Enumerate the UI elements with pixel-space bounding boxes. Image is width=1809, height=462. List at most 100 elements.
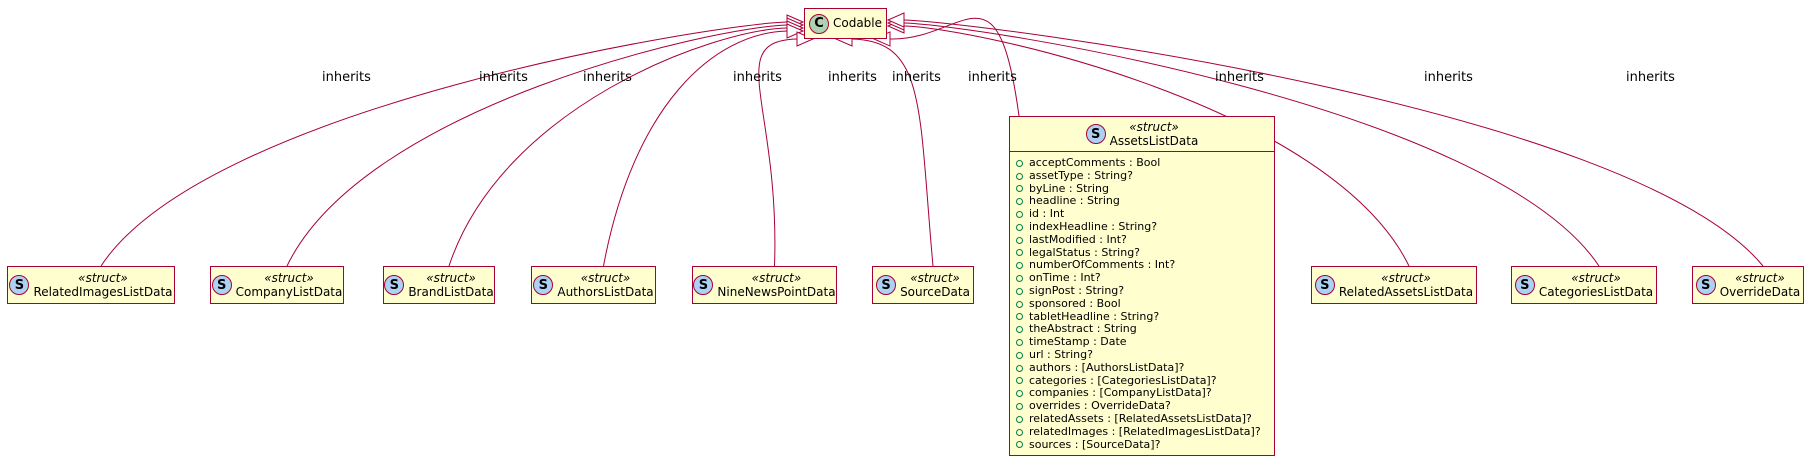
- struct-names: «struct» RelatedImagesListData: [33, 271, 172, 300]
- struct-circle-icon: S: [1085, 124, 1106, 144]
- struct-stereotype: «struct»: [1381, 270, 1431, 285]
- inherits-edge: [603, 23, 805, 267]
- public-visibility-icon: [1016, 390, 1023, 398]
- struct-names: «struct» CompanyListData: [236, 271, 343, 300]
- struct-names: «struct» OverrideData: [1720, 271, 1801, 300]
- field-row: sponsored : Bool: [1016, 297, 1274, 311]
- struct-circle-icon: S: [533, 275, 554, 295]
- public-visibility-icon: [1016, 326, 1023, 334]
- struct-names: «struct» NineNewsPointData: [717, 271, 835, 300]
- field-text: relatedImages : [RelatedImagesListData]?: [1029, 424, 1261, 438]
- field-text: id : Int: [1029, 207, 1065, 221]
- struct-CategoriesListData[interactable]: S «struct» CategoriesListData: [1511, 266, 1657, 304]
- struct-names: «struct» SourceData: [900, 271, 970, 300]
- struct-stereotype: «struct»: [910, 270, 960, 285]
- field-row: byLine : String: [1016, 181, 1274, 196]
- field-text: signPost : String?: [1029, 283, 1125, 297]
- field-text: numberOfComments : Int?: [1029, 258, 1176, 272]
- field-row: legalStatus : String?: [1016, 245, 1274, 260]
- field-text: assetType : String?: [1029, 168, 1133, 182]
- struct-name: NineNewsPointData: [717, 284, 836, 299]
- public-visibility-icon: [1016, 377, 1023, 385]
- field-row: url : String?: [1016, 347, 1274, 362]
- struct-circle-icon: S: [384, 275, 405, 295]
- field-text: companies : [CompanyListData]?: [1029, 386, 1212, 400]
- field-row: sources : [SourceData]?: [1016, 438, 1274, 452]
- struct-stereotype: «struct»: [426, 270, 476, 285]
- field-row: companies : [CompanyListData]?: [1016, 387, 1274, 400]
- inherits-edge: [286, 17, 805, 267]
- struct-circle-icon: S: [211, 275, 232, 295]
- field-row: lastModified : Int?: [1016, 232, 1274, 247]
- inherits-label: inherits: [322, 70, 371, 85]
- field-row: relatedAssets : [RelatedAssetsListData]?: [1016, 411, 1274, 426]
- field-text: legalStatus : String?: [1029, 245, 1141, 259]
- struct-RelatedAssetsListData[interactable]: S «struct» RelatedAssetsListData: [1311, 266, 1477, 304]
- field-text: relatedAssets : [RelatedAssetsListData]?: [1029, 411, 1252, 425]
- field-row: categories : [CategoriesListData]?: [1016, 373, 1274, 388]
- field-row: numberOfComments : Int?: [1016, 259, 1274, 272]
- inherits-label: inherits: [583, 70, 632, 85]
- public-visibility-icon: [1016, 249, 1023, 257]
- field-text: authors : [AuthorsListData]?: [1029, 360, 1185, 374]
- public-visibility-icon: [1016, 428, 1023, 436]
- public-visibility-icon: [1016, 364, 1023, 372]
- field-text: indexHeadline : String?: [1029, 219, 1158, 233]
- struct-NineNewsPointData[interactable]: S «struct» NineNewsPointData: [692, 266, 837, 304]
- struct-RelatedImagesListData[interactable]: S «struct» RelatedImagesListData: [7, 266, 175, 304]
- inherits-label: inherits: [1626, 70, 1675, 85]
- field-text: timeStamp : Date: [1029, 335, 1127, 349]
- field-text: headline : String: [1029, 194, 1120, 208]
- struct-name: SourceData: [900, 284, 970, 299]
- public-visibility-icon: [1016, 172, 1023, 180]
- struct-stereotype: «struct»: [580, 270, 631, 285]
- field-row: headline : String: [1016, 195, 1274, 208]
- struct-name: RelatedImagesListData: [33, 284, 173, 299]
- struct-circle-icon: S: [693, 275, 714, 295]
- field-text: byLine : String: [1029, 181, 1109, 195]
- field-row: id : Int: [1016, 207, 1274, 221]
- field-text: url : String?: [1029, 347, 1093, 361]
- public-visibility-icon: [1016, 339, 1023, 347]
- public-visibility-icon: [1016, 300, 1023, 308]
- field-row: onTime : Int?: [1016, 271, 1274, 285]
- field-text: categories : [CategoriesListData]?: [1029, 373, 1217, 387]
- struct-name: AuthorsListData: [557, 284, 654, 299]
- public-visibility-icon: [1016, 211, 1023, 219]
- struct-names: «struct» CategoriesListData: [1539, 271, 1653, 300]
- struct-name: AssetsListData: [1109, 133, 1199, 148]
- struct-AssetsListData[interactable]: S «struct» AssetsListData acceptComments…: [1009, 116, 1275, 456]
- public-visibility-icon: [1016, 287, 1023, 295]
- field-text: tabletHeadline : String?: [1029, 309, 1160, 323]
- inherits-edge: [872, 17, 1020, 117]
- codable-class[interactable]: C Codable: [804, 8, 887, 39]
- inherits-label: inherits: [733, 70, 782, 85]
- inherits-label: inherits: [1215, 70, 1264, 85]
- struct-BrandListData[interactable]: S «struct» BrandListData: [383, 266, 495, 304]
- struct-circle-icon: S: [876, 275, 897, 295]
- field-text: overrides : OverrideData?: [1029, 399, 1171, 413]
- inherits-label: inherits: [828, 70, 877, 85]
- struct-SourceData[interactable]: S «struct» SourceData: [872, 266, 974, 304]
- public-visibility-icon: [1016, 198, 1023, 206]
- inherits-edge: [448, 20, 805, 267]
- struct-CompanyListData[interactable]: S «struct» CompanyListData: [210, 266, 344, 304]
- public-visibility-icon: [1016, 185, 1023, 193]
- inheritance-arrowhead-icon: [886, 12, 905, 28]
- struct-name: BrandListData: [408, 284, 494, 299]
- struct-name: CategoriesListData: [1538, 284, 1654, 299]
- struct-name: CompanyListData: [235, 284, 343, 299]
- struct-OverrideData[interactable]: S «struct» OverrideData: [1692, 266, 1804, 304]
- inherits-edge: [834, 31, 934, 267]
- struct-AuthorsListData[interactable]: S «struct» AuthorsListData: [531, 266, 656, 304]
- public-visibility-icon: [1016, 236, 1023, 244]
- struct-stereotype: «struct»: [1735, 270, 1785, 285]
- struct-stereotype: «struct»: [78, 270, 128, 285]
- field-row: acceptComments : Bool: [1016, 156, 1274, 170]
- inherits-label: inherits: [1424, 70, 1473, 85]
- struct-circle-icon: S: [1695, 275, 1716, 295]
- field-text: theAbstract : String: [1029, 322, 1137, 336]
- field-text: lastModified : Int?: [1029, 232, 1127, 246]
